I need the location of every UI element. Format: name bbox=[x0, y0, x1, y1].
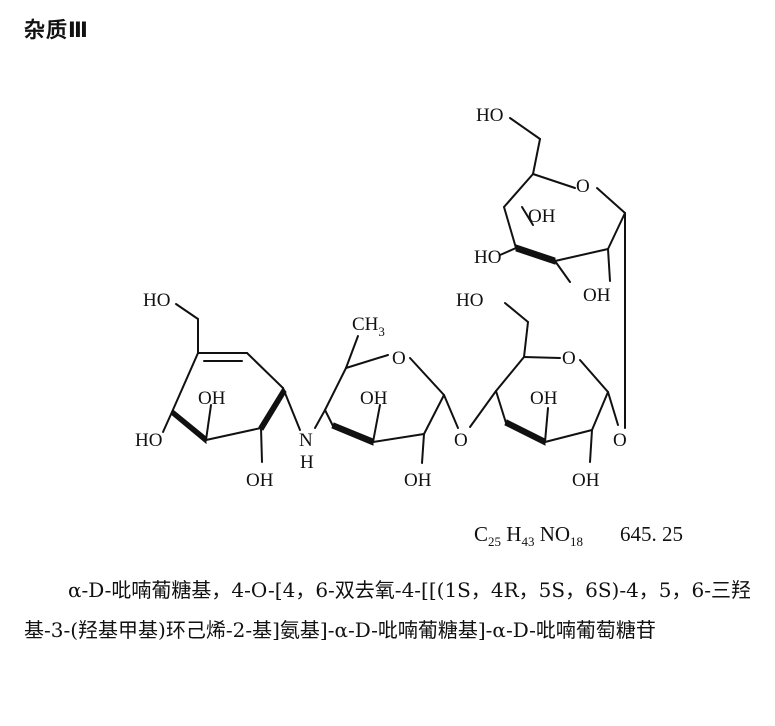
ring-left-cyclohexene bbox=[162, 303, 301, 463]
page-title: 杂质Ⅲ bbox=[24, 18, 89, 42]
label-ho-right: HO bbox=[456, 290, 483, 311]
label-o-mid-ring: O bbox=[392, 348, 406, 369]
label-oh-right-bottom: OH bbox=[572, 470, 600, 491]
label-ho-top: HO bbox=[476, 105, 503, 126]
label-oh-mid-bottom: OH bbox=[404, 470, 432, 491]
label-o-bridge: O bbox=[454, 430, 468, 451]
label-ch3: CH3 bbox=[352, 314, 385, 339]
label-n: N bbox=[299, 430, 313, 451]
label-o-top-ring: O bbox=[576, 176, 590, 197]
label-oh-right-mid: OH bbox=[530, 388, 558, 409]
label-oh-left-mid: OH bbox=[198, 388, 226, 409]
label-ho-left-low: HO bbox=[135, 430, 162, 451]
ring-top-glucose bbox=[499, 117, 626, 283]
label-o-glycosidic: O bbox=[613, 430, 627, 451]
label-h: H bbox=[300, 452, 314, 473]
ring-right-glucose bbox=[469, 212, 626, 463]
label-o-right-ring: O bbox=[562, 348, 576, 369]
label-ho-left: HO bbox=[143, 290, 170, 311]
label-oh-left-bottom: OH bbox=[246, 470, 274, 491]
label-oh-top-1: OH bbox=[528, 206, 556, 227]
chemical-name: α-D-吡喃葡糖基，4-O-[4，6-双去氧-4-[[(1S，4R，5S，6S)… bbox=[24, 578, 752, 642]
chemical-structure-diagram: HO O OH HO OH HO OH HO OH N H CH3 O OH O… bbox=[135, 105, 627, 491]
label-oh-top-bottom: OH bbox=[583, 285, 611, 306]
ring-middle-sugar bbox=[314, 335, 459, 464]
molecular-formula: C25 H43 NO18 bbox=[474, 522, 584, 550]
molecular-weight: 645. 25 bbox=[620, 522, 683, 546]
label-oh-mid-mid: OH bbox=[360, 388, 388, 409]
label-ho-top-left: HO bbox=[474, 247, 501, 268]
